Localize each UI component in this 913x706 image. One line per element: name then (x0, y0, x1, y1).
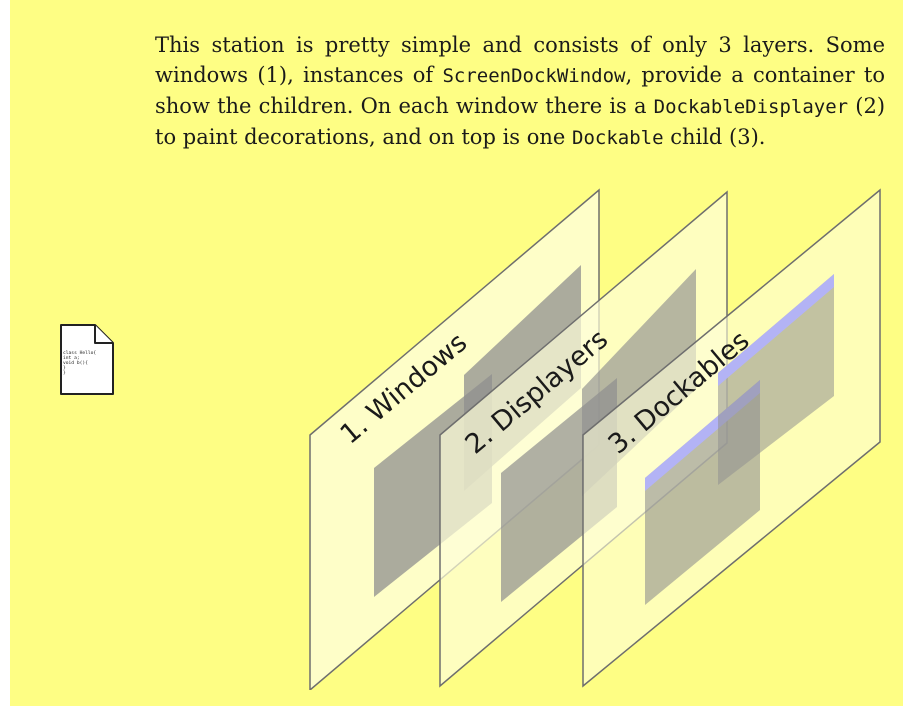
code-dockabledisplayer: DockableDisplayer (653, 96, 849, 118)
code-dockable: Dockable (572, 127, 664, 149)
text-segment: (2) to paint decorations, and on top is … (155, 94, 886, 149)
layer-dockables: 3. Dockables (582, 188, 881, 688)
text-segment: This station is pretty simple and consis… (155, 33, 885, 87)
code-line: } (63, 370, 66, 376)
note-panel: This station is pretty simple and consis… (10, 0, 903, 706)
dockable-title-bar (718, 274, 834, 386)
dockable-rect (718, 274, 834, 485)
text-segment: , provide a container to show the childr… (155, 63, 885, 118)
code-line: int a; (63, 355, 80, 361)
description-paragraph: This station is pretty simple and consis… (155, 30, 885, 153)
code-screendockwindow: ScreenDockWindow (442, 65, 626, 87)
text-segment: child (3). (663, 125, 766, 149)
layers-diagram: 1. Windows 2. Displayers 3. Dockables (309, 188, 881, 690)
code-line: class Hello{ (63, 350, 96, 356)
code-line: void b(){ (63, 360, 88, 366)
code-line: } (63, 365, 66, 371)
code-file-icon: class Hello{ int a; void b(){ } } (60, 324, 114, 395)
